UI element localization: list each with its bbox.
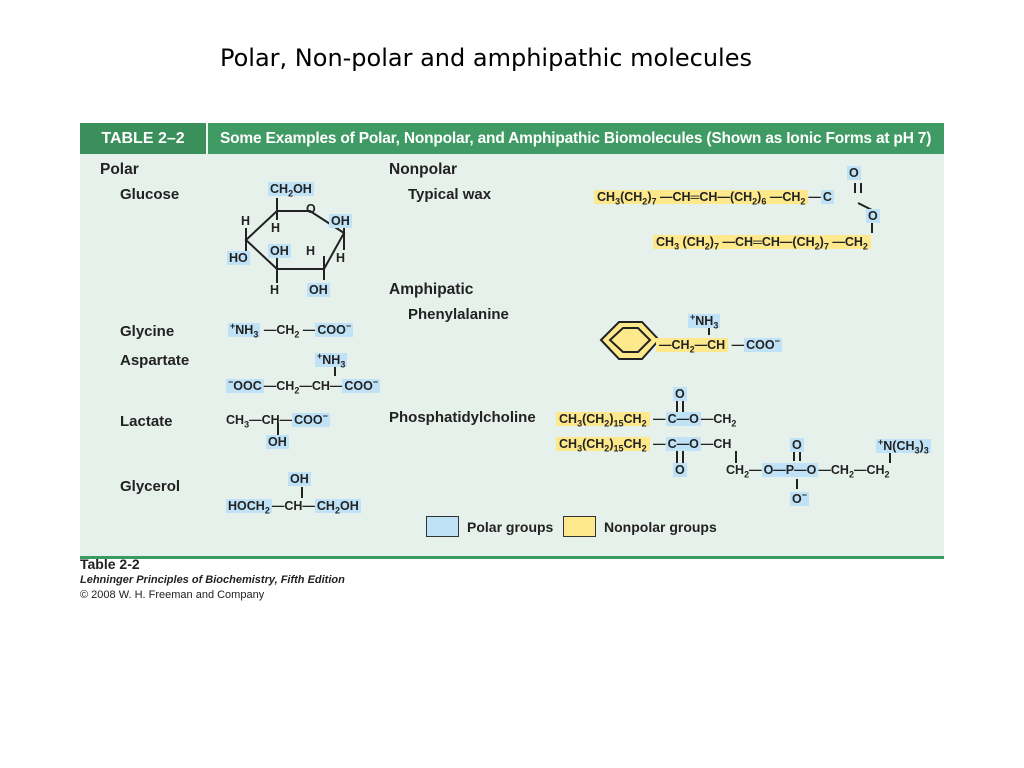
glucose-ho: HO <box>227 251 250 265</box>
glucose-h: H <box>271 221 281 235</box>
glucose-oh: OH <box>307 283 330 297</box>
glucose-h: H <box>336 251 346 265</box>
wax-alcohol-chain: CH3 (CH2)7 —CH═CH—(CH2)7 —CH2 <box>653 234 871 255</box>
pc-acyl-chain-2: CH3(CH2)15CH2 —C—O—CH <box>556 436 731 457</box>
label-lactate: Lactate <box>120 413 173 430</box>
wax-acid-chain: CH3(CH2)7 —CH═CH—(CH2)6 —CH2—C <box>594 189 834 210</box>
aspartate-structure: −OOC—CH2—CH—COO− <box>226 377 381 396</box>
pc-phosphate-o-minus: O− <box>790 490 809 507</box>
pc-acyl-chain-1: CH3(CH2)15CH2 —C—O—CH2 <box>556 411 736 432</box>
glucose-h: H <box>270 283 280 297</box>
glucose-h: H <box>241 214 251 228</box>
pc-carbonyl-o: O <box>673 463 687 477</box>
table-caption: Some Examples of Polar, Nonpolar, and Am… <box>220 130 932 147</box>
label-glucose: Glucose <box>120 186 180 203</box>
slide-title: Polar, Non-polar and amphipathic molecul… <box>220 44 752 72</box>
label-typical-wax: Typical wax <box>408 186 492 203</box>
label-glycerol: Glycerol <box>120 478 181 495</box>
phenylalanine-nh3: +NH3 <box>688 312 721 331</box>
glycine-structure: +NH3 —CH2 —COO− <box>228 321 354 340</box>
glucose-ch2oh: CH2OH <box>268 182 314 199</box>
pc-choline-n: +N(CH3)3 <box>876 437 931 456</box>
legend-nonpolar-label: Nonpolar groups <box>604 519 717 535</box>
glycerol-oh: OH <box>288 472 311 486</box>
wax-ester-o: O <box>866 209 880 223</box>
glucose-ring-o: O <box>306 202 316 216</box>
label-phenylalanine: Phenylalanine <box>408 306 509 323</box>
label-glycine: Glycine <box>120 323 175 340</box>
legend-nonpolar-swatch <box>563 516 596 537</box>
section-nonpolar: Nonpolar <box>389 161 458 178</box>
phenylalanine-structure: —CH2—CH —COO− <box>656 333 782 358</box>
glucose-oh: OH <box>268 244 291 258</box>
pc-carbonyl-o: O <box>673 387 687 401</box>
pc-phosphate-o: O <box>790 438 804 452</box>
table-header: TABLE 2–2 Some Examples of Polar, Nonpol… <box>80 123 944 154</box>
glucose-h: H <box>306 244 316 258</box>
table-number: TABLE 2–2 <box>80 123 208 154</box>
legend-polar-label: Polar groups <box>467 519 554 535</box>
table-panel: TABLE 2–2 Some Examples of Polar, Nonpol… <box>80 123 944 559</box>
label-phosphatidylcholine: Phosphatidylcholine <box>389 409 536 426</box>
legend-polar-swatch <box>426 516 459 537</box>
pc-phosphate-chain: CH2—O—P—O—CH2—CH2 <box>726 463 890 480</box>
section-amphipathic: Amphipatic <box>389 281 474 298</box>
glycerol-structure: HOCH2—CH—CH2OH <box>226 499 361 516</box>
lactate-structure: CH3—CH—COO− <box>226 411 330 430</box>
label-aspartate: Aspartate <box>120 352 190 369</box>
aspartate-nh3: +NH3 <box>315 351 348 370</box>
footer-copyright: © 2008 W. H. Freeman and Company <box>80 589 265 601</box>
wax-carbonyl-o: O <box>847 166 861 180</box>
lactate-oh: OH <box>266 435 289 449</box>
footer-book: Lehninger Principles of Biochemistry, Fi… <box>80 574 345 586</box>
section-polar: Polar <box>100 161 139 178</box>
glucose-oh: OH <box>329 214 352 228</box>
structure-drawings <box>244 183 891 498</box>
footer-table-label: Table 2-2 <box>80 556 140 572</box>
